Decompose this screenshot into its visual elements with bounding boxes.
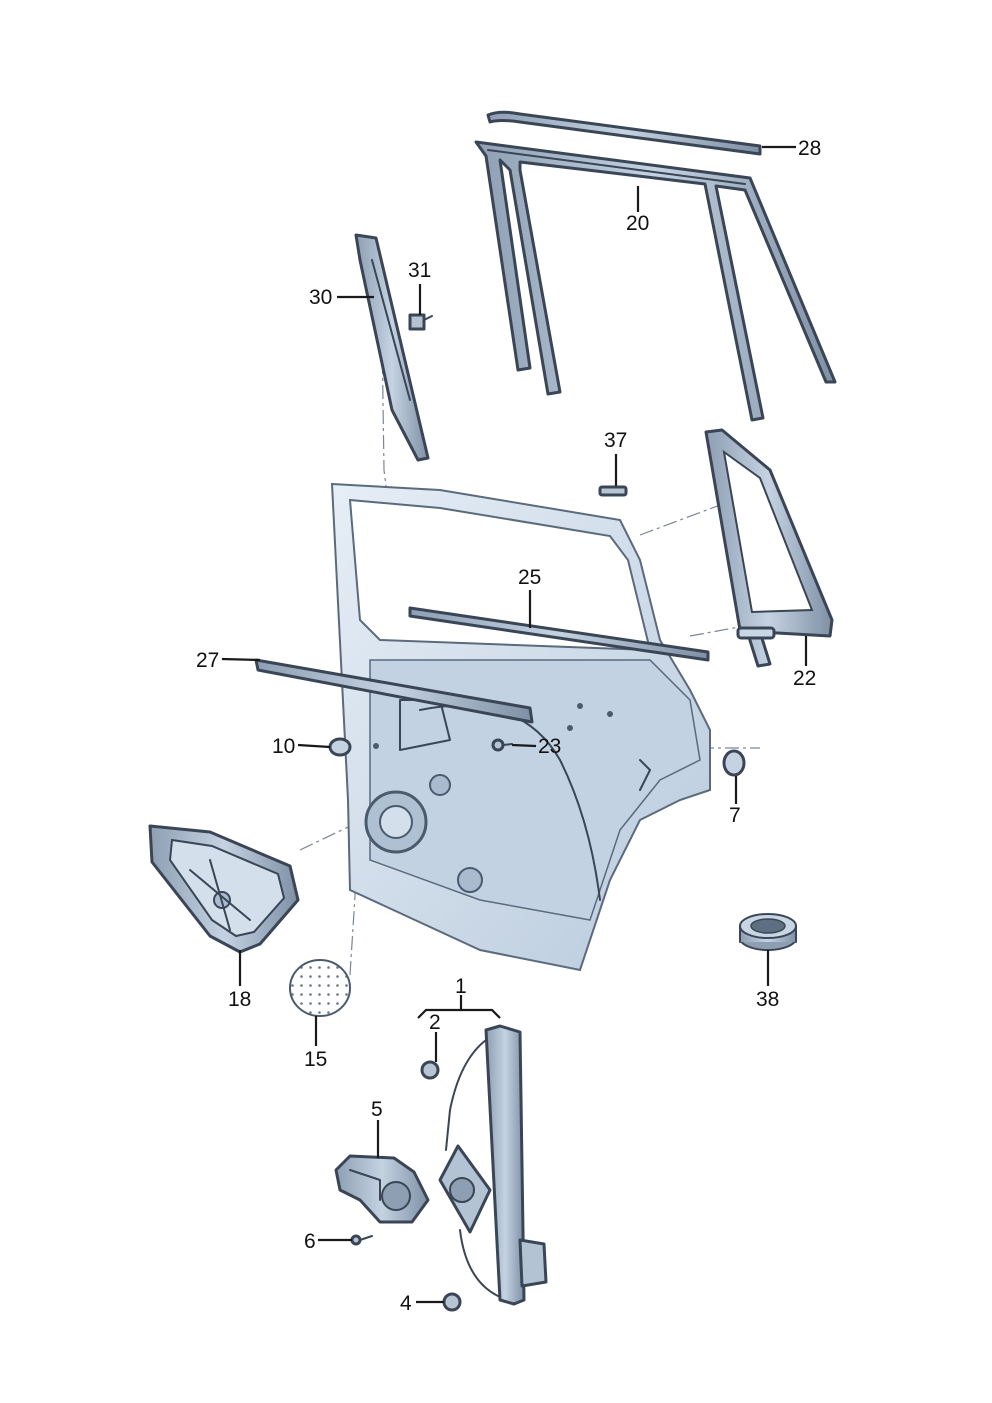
part-5-window-motor <box>334 1154 430 1224</box>
callout-37: 37 <box>604 429 627 452</box>
callout-22: 22 <box>793 667 816 690</box>
part-15-pad <box>289 959 351 1017</box>
callout-25: 25 <box>518 566 541 589</box>
callout-18: 18 <box>228 988 251 1011</box>
callout-30: 30 <box>309 286 332 309</box>
callout-1: 1 <box>455 975 467 998</box>
callout-38: 38 <box>756 988 779 1011</box>
part-31-clip <box>408 313 433 331</box>
callout-15: 15 <box>304 1048 327 1071</box>
callout-28: 28 <box>798 137 821 160</box>
callout-31: 31 <box>408 259 431 282</box>
part-18-trim-cover <box>148 824 300 954</box>
part-25-inner-belt-seal <box>408 606 710 662</box>
callout-23: 23 <box>538 735 561 758</box>
part-23-screw <box>491 738 513 752</box>
part-20-window-channel <box>474 140 837 422</box>
door-inner-panel <box>330 482 711 972</box>
callout-27: 27 <box>196 649 219 672</box>
callout-2: 2 <box>429 1011 441 1034</box>
part-38-ring <box>739 913 797 951</box>
callout-5: 5 <box>371 1098 383 1121</box>
part-30-pillar-trim <box>354 233 430 462</box>
part-7-plug <box>722 749 746 777</box>
callout-7: 7 <box>729 804 741 827</box>
part-27-outer-belt-seal <box>254 658 534 724</box>
part-2-nut <box>420 1060 440 1080</box>
part-37-pad <box>598 485 628 497</box>
part-1-window-regulator <box>438 1024 548 1306</box>
callout-20: 20 <box>626 212 649 235</box>
callout-6: 6 <box>304 1230 316 1253</box>
callout-labels: 28 20 30 31 37 25 22 27 10 23 7 18 15 38… <box>196 137 821 1315</box>
part-28-upper-seal <box>486 110 762 156</box>
part-6-screw <box>350 1234 373 1246</box>
part-10-plug <box>328 737 352 757</box>
part-4-nut <box>442 1292 462 1312</box>
leader-lines <box>221 145 808 1304</box>
part-22-quarter-frame <box>704 428 834 668</box>
callout-10: 10 <box>272 735 295 758</box>
callout-4: 4 <box>400 1292 412 1315</box>
